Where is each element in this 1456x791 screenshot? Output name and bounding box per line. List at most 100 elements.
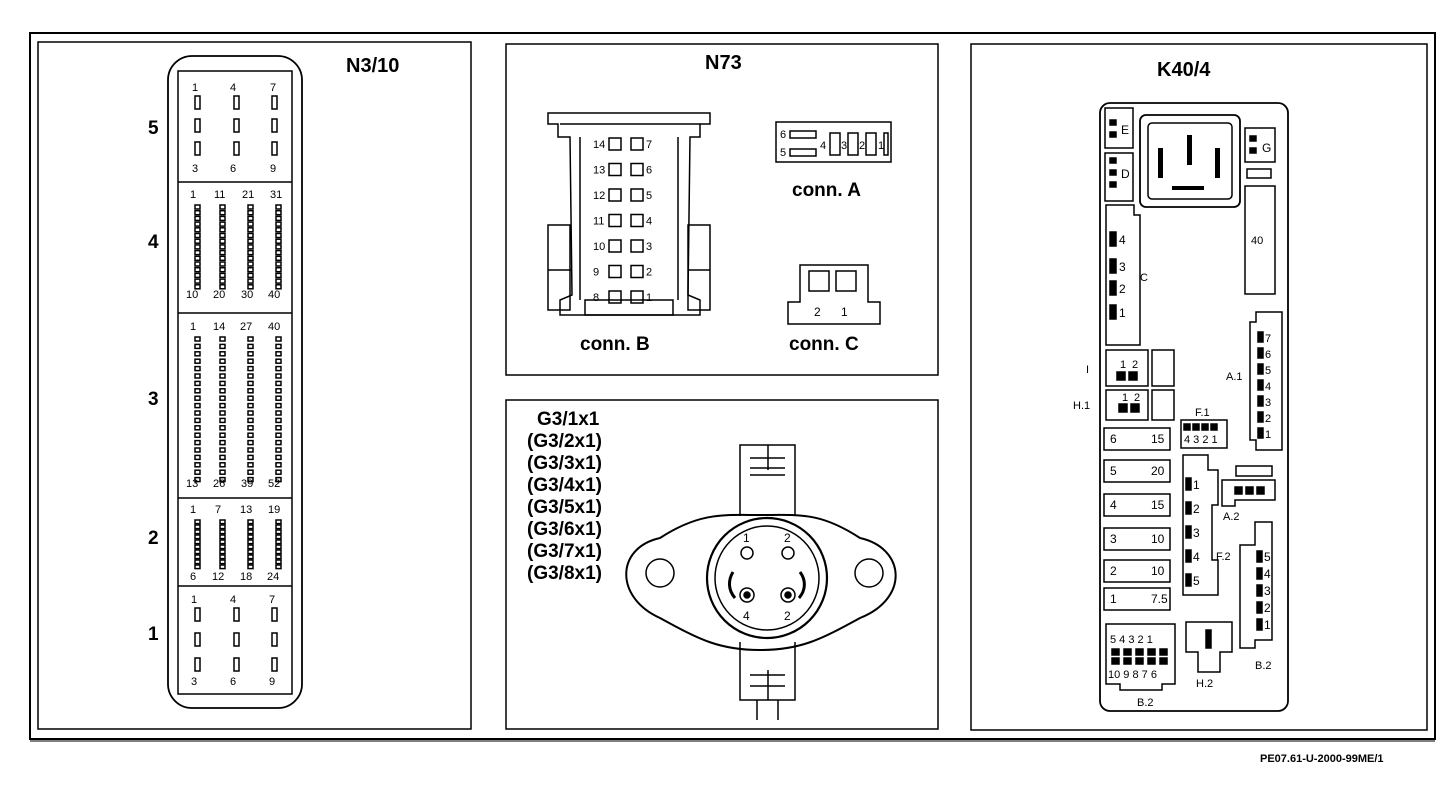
conn-b-pin	[630, 188, 644, 202]
socket-f2-label: F.2	[1216, 551, 1231, 563]
g3-title-alt: (G3/2x1)	[527, 431, 602, 452]
pin-cavity	[194, 266, 201, 273]
socket-pin	[1205, 629, 1212, 649]
fuse	[1103, 587, 1171, 611]
pin-cavity	[247, 417, 254, 424]
socket-pin	[1185, 477, 1192, 491]
pin-label: 27	[240, 321, 252, 333]
pin-cavity	[219, 221, 226, 227]
g3-mount-hole-left	[645, 558, 675, 588]
conn-b-pin-label: 12	[593, 190, 605, 202]
g3-title-alt: (G3/8x1)	[527, 563, 602, 584]
conn-b-outline	[547, 112, 711, 316]
socket-pin	[1249, 135, 1257, 142]
pin-cavity	[219, 476, 226, 483]
socket-b2-bottom-pin-labels-bottom: 10 9 8 7 6	[1108, 669, 1157, 681]
socket-pin	[1109, 231, 1117, 247]
pin-cavity	[275, 232, 282, 239]
pin-cavity	[275, 559, 282, 565]
pin-cavity	[247, 266, 254, 273]
pin-cavity	[275, 469, 282, 475]
conn-b-pin-label: 9	[593, 267, 599, 279]
socket-i-side	[1151, 349, 1175, 387]
pin-cavity	[247, 462, 254, 468]
pin-label: 21	[242, 189, 254, 201]
pin-cavity	[219, 410, 226, 416]
socket-pin	[1256, 584, 1263, 597]
socket-pin	[1130, 403, 1140, 413]
conn-b-connector	[547, 112, 711, 316]
socket-a1-pin-label: 4	[1265, 381, 1271, 393]
pin-cavity	[275, 284, 282, 290]
g3-title-alt: (G3/3x1)	[527, 453, 602, 474]
n3-10-block-1: 1 4 7 3 6 9	[191, 594, 275, 688]
relay-40-label: 40	[1251, 235, 1263, 247]
pin-cavity	[219, 373, 226, 379]
pin-cavity	[194, 255, 201, 262]
pin-cavity	[247, 380, 254, 387]
socket-f2-pin-label: 2	[1193, 502, 1200, 516]
socket-pin	[1256, 567, 1263, 580]
socket-b2-right-pin-label: 5	[1264, 550, 1271, 564]
pin-label: 13	[240, 504, 252, 516]
pin-cavity	[275, 539, 282, 545]
conn-b-pin	[608, 290, 622, 304]
pin-cavity	[275, 358, 282, 364]
pin-cavity	[247, 564, 254, 570]
fuse-number: 3	[1110, 532, 1117, 546]
pin-cavity	[194, 395, 201, 401]
main-relay-inner	[1147, 122, 1233, 200]
conn-a-outline	[775, 121, 892, 163]
pin-cavity	[194, 447, 201, 453]
pin-cavity	[247, 221, 254, 227]
conn-a-pin-label: 5	[780, 147, 786, 159]
relay-blade	[1158, 148, 1163, 178]
socket-pin	[1109, 304, 1117, 320]
socket-pin	[1257, 347, 1264, 359]
pin-cavity	[194, 524, 201, 530]
panel-g3: G3/1x1 (G3/2x1) (G3/3x1) (G3/4x1) (G3/5x…	[505, 399, 939, 730]
pin-cavity	[219, 388, 226, 394]
conn-b-pin-label: 3	[646, 241, 652, 253]
conn-b-pin	[608, 239, 622, 253]
socket-pin	[1249, 147, 1257, 154]
pin-cavity	[194, 432, 201, 438]
pin-cavity	[247, 284, 254, 290]
pin-cavity	[275, 215, 282, 222]
socket-f2-pin-label: 1	[1193, 478, 1200, 492]
pin-label: 6	[230, 676, 236, 688]
pin-cavity	[247, 439, 254, 446]
pin-cavity	[219, 244, 226, 250]
pin-label: 24	[267, 571, 279, 583]
pin-cavity	[219, 402, 226, 409]
pin-cavity	[275, 388, 282, 394]
pin-cavity	[194, 336, 201, 342]
pin-cavity	[219, 232, 226, 239]
conn-b-pin-label: 13	[593, 165, 605, 177]
socket-b2-bottom-pin-labels-top: 5 4 3 2 1	[1110, 634, 1153, 646]
pin-cavity	[194, 272, 201, 279]
conn-a-label: conn. A	[792, 180, 861, 201]
conn-a-pin-label: 6	[780, 129, 786, 141]
pin-cavity	[219, 278, 226, 284]
g3-housing-inner	[714, 525, 820, 631]
socket-pin	[1147, 657, 1156, 665]
g3-flange	[625, 513, 897, 652]
socket-c-label: C	[1140, 272, 1148, 284]
pin-cavity	[219, 454, 226, 461]
pin-label: 4	[230, 594, 236, 606]
pin-cavity	[247, 529, 254, 535]
pin-cavity	[194, 539, 201, 545]
pin-cavity	[219, 469, 226, 475]
conn-b-pin	[630, 213, 644, 228]
pin-cavity	[275, 549, 282, 555]
socket-pin	[1109, 131, 1117, 138]
pin-cavity	[247, 395, 254, 401]
row-number-5: 5	[148, 118, 159, 139]
pin-label: 1	[190, 321, 196, 333]
socket-h1	[1105, 389, 1149, 421]
pin-label: 3	[191, 676, 197, 688]
pin-cavity	[233, 607, 240, 622]
conn-b-pin-label: 2	[646, 267, 652, 279]
